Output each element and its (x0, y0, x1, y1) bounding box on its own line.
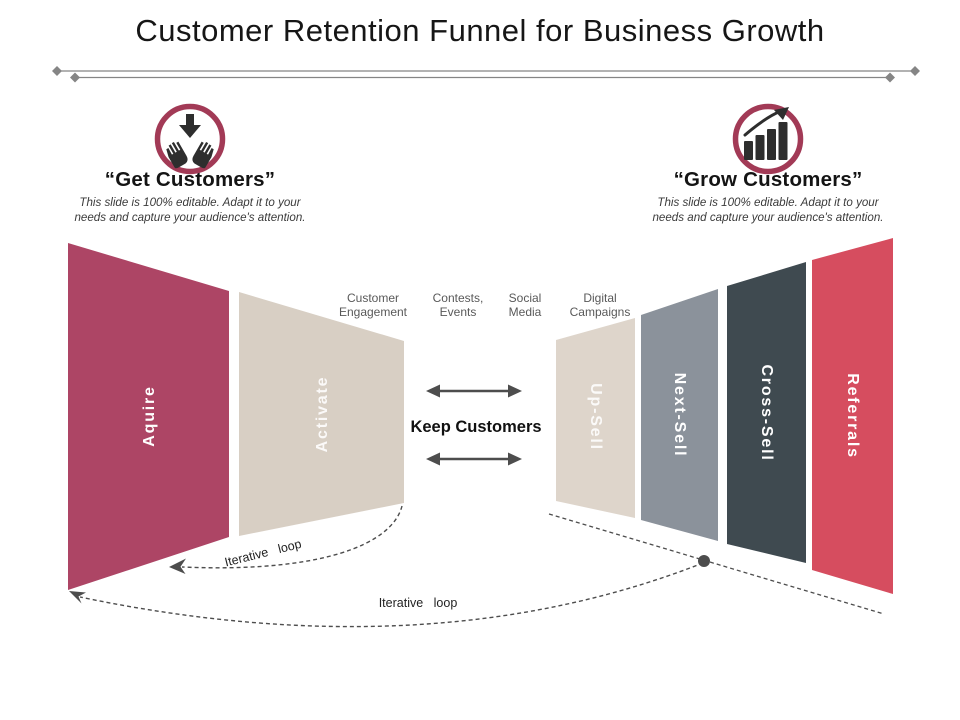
stage-label-referrals: Referrals (844, 373, 861, 459)
divider-diamond (70, 72, 80, 83)
funnel-stage-activate (239, 292, 404, 536)
right-hand-shape (192, 141, 214, 169)
tactic-label-line: Media (509, 305, 542, 319)
hands-receive-glyph (166, 114, 214, 169)
keep-customers-block: Keep Customers (410, 384, 542, 466)
bar-shape (744, 141, 753, 160)
double-arrow-top (426, 384, 522, 398)
funnel-stage-aquire (68, 243, 229, 590)
iterative-loop-label-outer: Iterative loop (379, 596, 458, 610)
divider-diamond (885, 72, 895, 83)
description-line: needs and capture your audience's attent… (74, 210, 306, 224)
stage-label-next-sell: Next-Sell (671, 373, 688, 458)
bar-chart-glyph (743, 107, 789, 160)
description-line: This slide is 100% editable. Adapt it to… (79, 196, 301, 209)
tactic-label-line: Engagement (339, 305, 408, 319)
iterative-loops: Iterative loop Iterative loop (69, 505, 885, 628)
stage-label-activate: Activate (314, 376, 331, 453)
divider-diamond (52, 66, 62, 76)
divider-diamond (910, 66, 920, 76)
title-divider (52, 66, 920, 83)
keep-customers-label: Keep Customers (410, 418, 541, 436)
tactic-label-line: Campaigns (570, 305, 631, 319)
tactic-label-line: Customer (347, 291, 399, 305)
bar-chart-growth-icon (732, 103, 804, 175)
outer-loop-arrow-head (69, 591, 86, 604)
grow-customers-heading: “Grow Customers” (673, 168, 863, 191)
get-customers-heading: “Get Customers” (104, 168, 276, 191)
double-arrow-bottom (426, 452, 522, 466)
growth-arrow-head (774, 107, 789, 120)
iterative-loop-outer-arc (79, 562, 704, 628)
bar-shape (767, 129, 776, 160)
hands-receive-icon (154, 103, 226, 175)
perspective-baseline (548, 513, 885, 615)
description-line: needs and capture your audience's attent… (652, 210, 884, 224)
tactic-label-line: Digital (583, 291, 616, 305)
funnel-stage-cross-sell (727, 262, 806, 563)
tactic-label-line: Contests, (433, 291, 484, 305)
stage-label-up-sell: Up-Sell (587, 383, 604, 451)
inner-loop-arrow-head (169, 558, 186, 574)
stage-label-aquire: Aquire (141, 385, 158, 446)
page-title: Customer Retention Funnel for Business G… (135, 13, 825, 48)
get-customers-description: This slide is 100% editable. Adapt it to… (30, 196, 350, 225)
funnel-stage-referrals (812, 238, 893, 594)
tactic-label-line: Social (509, 291, 542, 305)
bar-shape (778, 122, 788, 160)
iterative-loop-label-inner: Iterative loop (223, 537, 303, 570)
description-line: This slide is 100% editable. Adapt it to… (657, 196, 879, 209)
iterative-loop-inner-arc (181, 505, 403, 569)
tactic-labels: Customer Engagement Contests, Events Soc… (339, 291, 630, 319)
left-hand-shape (166, 141, 188, 169)
funnel-stage-next-sell (641, 289, 718, 541)
tactic-label-line: Events (440, 305, 477, 319)
bar-shape (755, 135, 765, 160)
funnel-stage-up-sell (556, 318, 635, 518)
grow-customers-description: This slide is 100% editable. Adapt it to… (608, 196, 928, 225)
loop-junction-dot (698, 555, 710, 567)
stage-label-cross-sell: Cross-Sell (758, 364, 775, 461)
down-arrow-shape (179, 114, 201, 138)
